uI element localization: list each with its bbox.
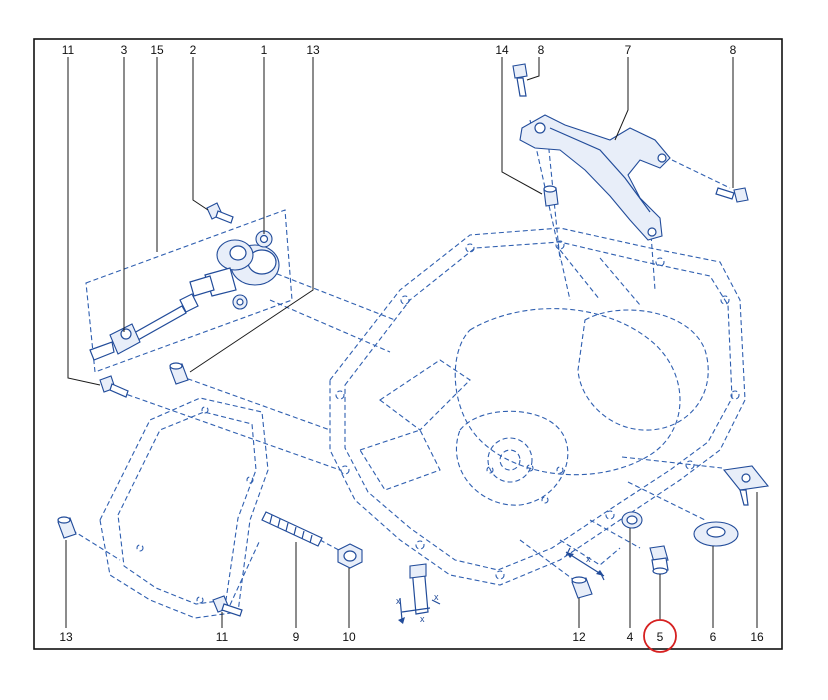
callout-16: 16 [750,630,764,644]
callout-13-bottom: 13 [59,630,73,644]
callout-6: 6 [710,630,717,644]
callout-12: 12 [572,630,586,644]
callout-11-top: 11 [62,43,75,57]
callout-8-top: 8 [538,43,545,57]
callout-13-top: 13 [306,43,320,57]
nut-part-10 [337,543,363,569]
bush-part-14 [543,185,559,207]
callout-4: 4 [627,630,634,644]
callout-5: 5 [657,630,664,644]
highlight-circle-callout-5 [643,619,677,653]
inset-dim-x-right: x [434,592,439,602]
inset-pin-dimension [565,547,605,581]
callout-2: 2 [190,43,197,57]
callout-8-right: 8 [730,43,737,57]
gearbox-housing [329,227,746,586]
hydraulic-pipe [89,293,199,361]
sensor-bracket-part-16 [722,465,770,506]
bolt-part-11-lower [212,595,243,617]
drain-plug-part-5 [649,545,669,575]
washer-part-6 [693,521,739,547]
inset-dim-x-bottom: x [420,614,425,624]
bolt-part-2 [206,202,234,224]
inset-stud-dimension [398,563,441,624]
inset-dim-x-left: x [396,596,401,606]
pin-dim-x: x [586,554,591,564]
diagram-frame [33,38,783,650]
callout-11-bottom: 11 [216,630,229,644]
assembly-guide-lines [71,119,731,606]
dimension-labels: x x x x [396,554,591,624]
callout-1: 1 [261,43,268,57]
callout-14: 14 [495,43,509,57]
dowel-part-13-lower [57,516,77,539]
callout-leader-lines [65,57,758,628]
release-bearing [189,230,280,310]
bolt-part-8-right [715,187,749,203]
cover-gasket [99,397,269,619]
callout-7: 7 [625,43,632,57]
callout-15: 15 [150,43,164,57]
seal-washer-part-4 [621,511,643,529]
callout-10: 10 [342,630,356,644]
clutch-lever-part-7 [519,114,671,241]
bolt-part-11-upper [99,375,129,398]
dowel-part-13-upper [169,362,189,385]
stud-part-9 [261,511,323,547]
callout-numbers: 11 3 15 2 1 13 14 8 7 8 13 11 9 10 12 4 … [59,43,764,644]
bolt-part-8-top [512,63,528,97]
callout-9: 9 [293,630,300,644]
callout-3: 3 [121,43,128,57]
dowel-part-12 [571,576,593,599]
